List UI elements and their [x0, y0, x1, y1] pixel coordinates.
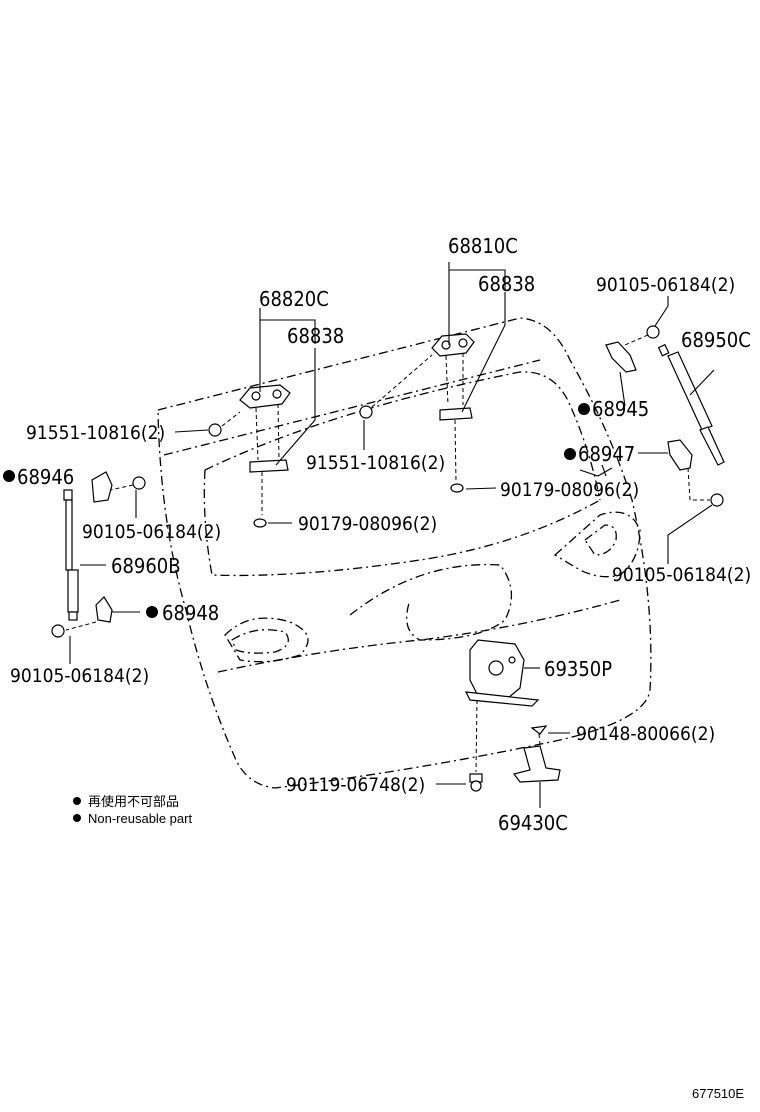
- legend: 再使用不可部品 Non-reusable part: [73, 794, 192, 826]
- stay-68950C: [605, 325, 725, 507]
- legend-japanese: 再使用不可部品: [88, 794, 179, 809]
- label-90105-left-lower: 90105-06184(2): [10, 665, 149, 687]
- dot-68947: [564, 448, 576, 460]
- label-90148: 90148-80066(2): [576, 723, 715, 745]
- label-68948: 68948: [162, 601, 219, 625]
- leader-lines: [69, 262, 715, 808]
- hinge-68820C: [239, 384, 291, 515]
- back-door-outline: [157, 317, 652, 789]
- label-68950C: 68950C: [681, 328, 751, 352]
- grommet-90179-left: [253, 518, 267, 528]
- striker-69430C: [512, 745, 561, 783]
- screw-90148: [530, 725, 548, 746]
- label-69350P: 69350P: [544, 657, 612, 681]
- label-90119: 90119-06748(2): [286, 774, 425, 796]
- legend-dot-1: [73, 797, 81, 805]
- bolt-91551-mid: [359, 354, 433, 419]
- label-68820C: 68820C: [259, 287, 329, 311]
- label-68946: 68946: [17, 465, 74, 489]
- label-69430C: 69430C: [498, 811, 568, 835]
- label-68838-right: 68838: [478, 272, 535, 296]
- label-90105-top: 90105-06184(2): [596, 274, 735, 296]
- dot-68946: [3, 470, 15, 482]
- label-91551-left: 91551-10816(2): [26, 422, 165, 444]
- diagram-code: 677510E: [692, 1086, 744, 1101]
- legend-dot-2: [73, 814, 81, 822]
- legend-english: Non-reusable part: [88, 811, 192, 826]
- hinge-68810C: [431, 333, 475, 483]
- label-68838-left: 68838: [287, 324, 344, 348]
- dot-68945: [578, 403, 590, 415]
- label-68810C: 68810C: [448, 234, 518, 258]
- label-90179-right: 90179-08096(2): [500, 479, 639, 501]
- grommet-90179-right: [450, 483, 464, 493]
- label-90179-left: 90179-08096(2): [298, 513, 437, 535]
- bolt-90119: [469, 773, 483, 792]
- label-90105-right: 90105-06184(2): [612, 564, 751, 586]
- label-91551-mid: 91551-10816(2): [306, 452, 445, 474]
- non-reusable-markers: [3, 403, 590, 618]
- label-68945: 68945: [592, 397, 649, 421]
- label-68947: 68947: [578, 442, 635, 466]
- bolt-91551-left: [208, 411, 241, 437]
- label-90105-left-upper: 90105-06184(2): [82, 521, 221, 543]
- dot-68948: [146, 606, 158, 618]
- stay-68960B: [51, 471, 146, 638]
- lock-69350P: [464, 639, 540, 773]
- label-68960B: 68960B: [111, 554, 181, 578]
